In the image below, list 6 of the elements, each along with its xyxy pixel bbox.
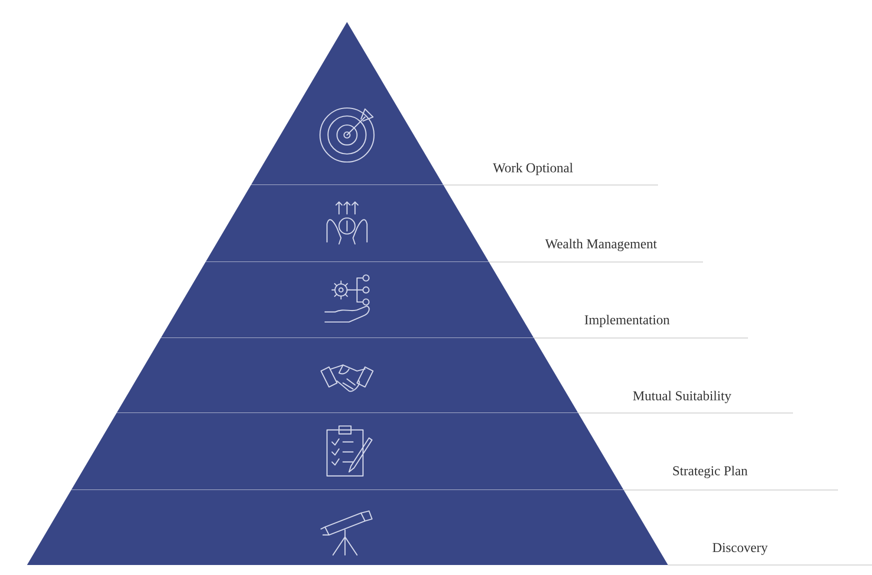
layer-label: Wealth Management [545, 238, 657, 252]
layer-label: Discovery [712, 543, 768, 555]
layer-label: Work Optional [492, 162, 573, 176]
layer-label: Mutual Suitability [633, 390, 732, 404]
layer-label: Implementation [584, 314, 670, 328]
layer-label: Strategic Plan [673, 466, 748, 478]
